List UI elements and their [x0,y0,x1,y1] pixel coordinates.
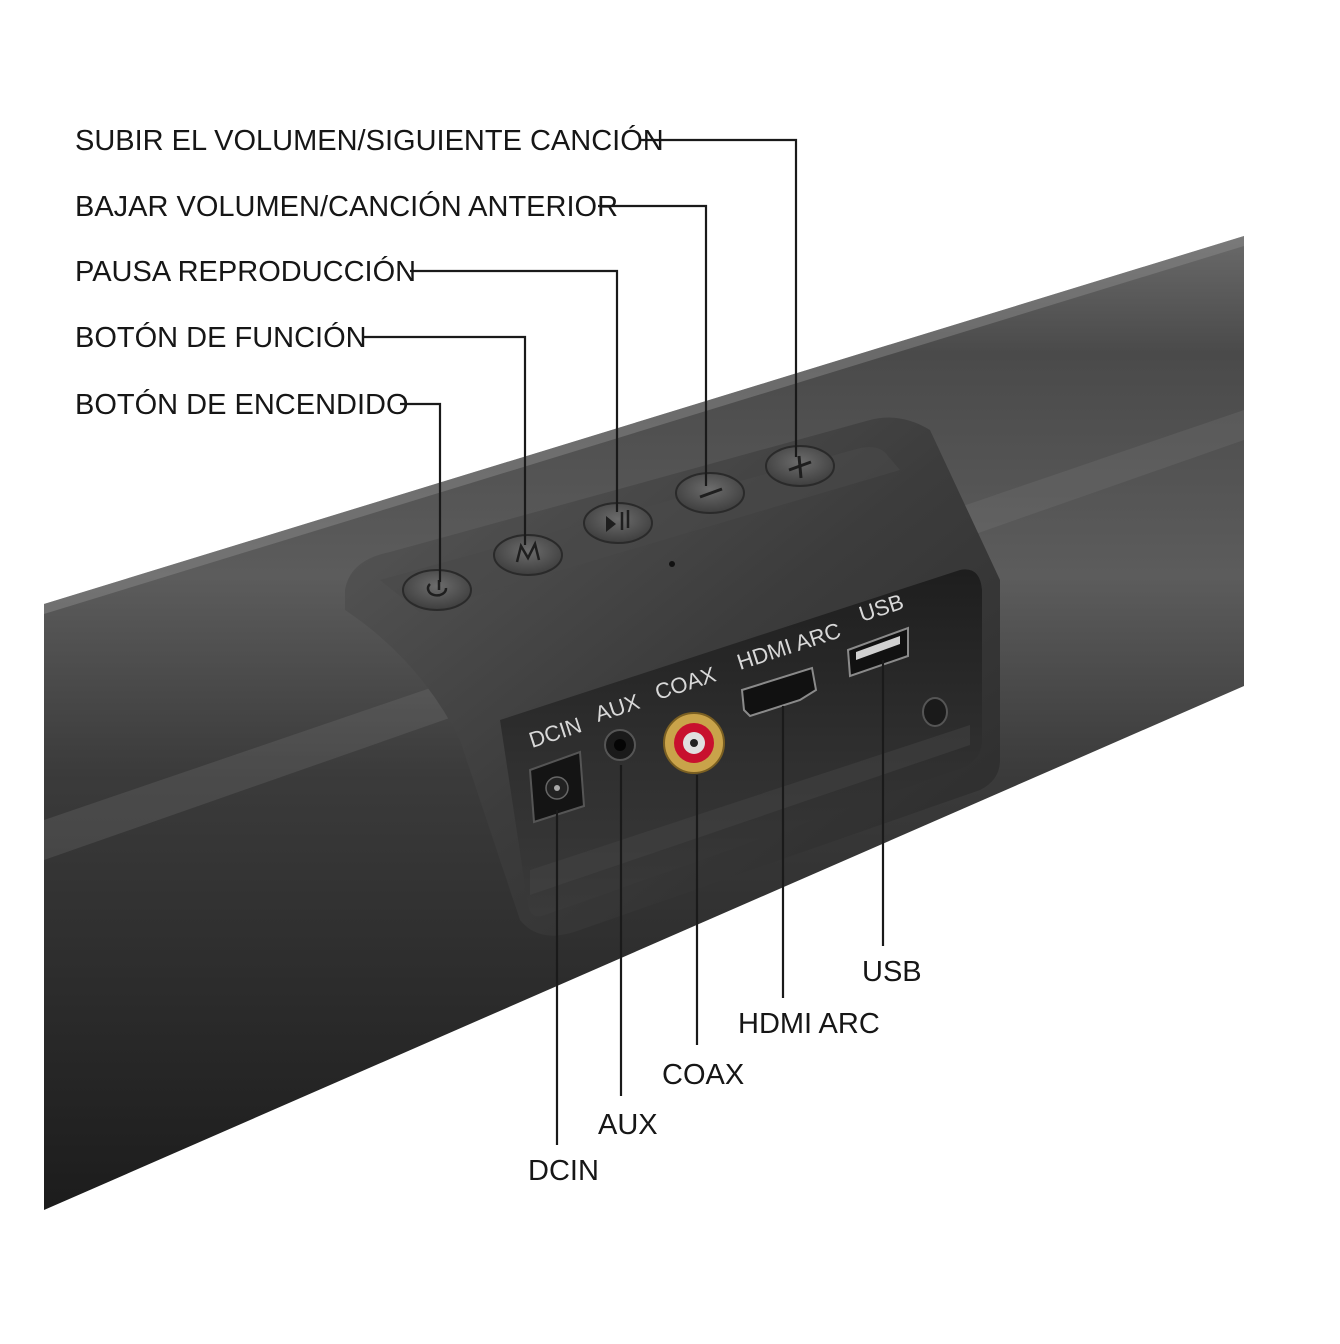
screw-hole [922,697,948,727]
coax-port [663,712,725,774]
mode-icon [515,540,541,563]
dcin-port [528,750,586,824]
callout-dcin: DCIN [528,1155,599,1187]
volume-down-button[interactable] [675,472,745,514]
callout-coax: COAX [662,1059,744,1091]
hdmi-port [740,666,818,718]
volume-up-button[interactable] [765,445,835,487]
callout-play-pause: PAUSA REPRODUCCIÓN [75,255,416,288]
aux-port [604,729,636,761]
function-button[interactable] [493,534,563,576]
callout-hdmi: HDMI ARC [738,1008,880,1040]
play-pause-icon [606,510,630,532]
indicator-led [669,561,675,567]
usb-port [846,626,909,678]
callout-volume-down: BAJAR VOLUMEN/CANCIÓN ANTERIOR [75,190,618,223]
leader-lines-bottom [555,660,885,1145]
callout-usb: USB [862,956,922,988]
callout-power: BOTÓN DE ENCENDIDO [75,388,409,421]
callout-volume-up: SUBIR EL VOLUMEN/SIGUIENTE CANCIÓN [75,124,664,157]
leader-lines-top [362,138,798,582]
plus-icon [788,455,812,479]
callout-function: BOTÓN DE FUNCIÓN [75,321,367,354]
power-button[interactable] [402,569,472,611]
minus-icon [699,487,723,499]
callout-aux: AUX [598,1109,658,1141]
